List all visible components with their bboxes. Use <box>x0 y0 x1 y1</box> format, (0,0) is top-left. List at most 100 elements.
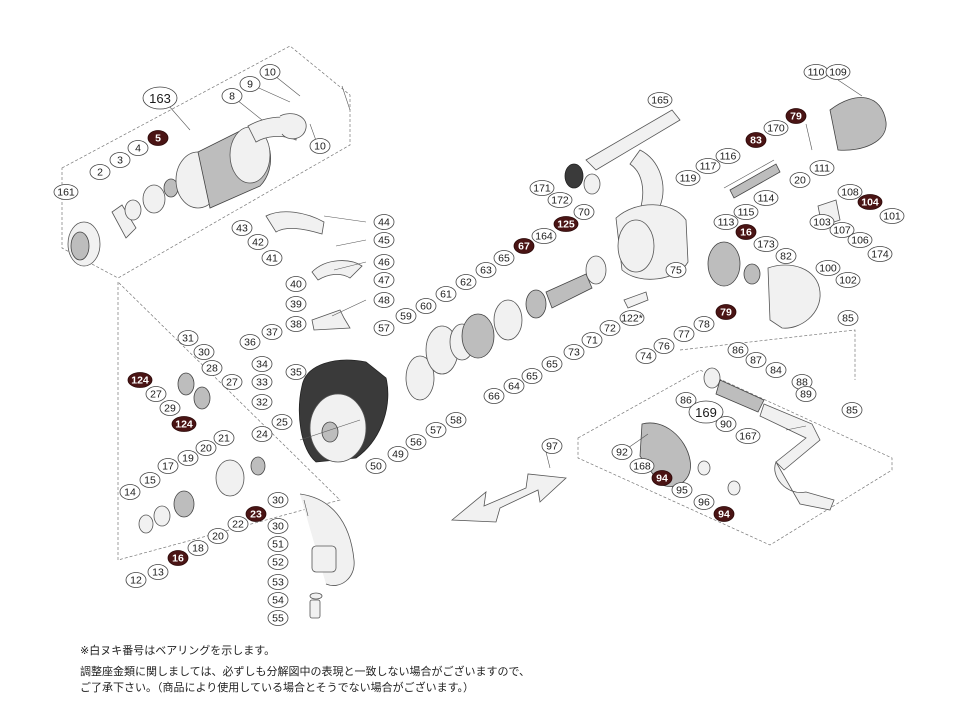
callout-oval <box>109 152 131 168</box>
bearing-67-part <box>525 289 547 319</box>
leader-line <box>303 499 309 517</box>
callout-number: 86 <box>732 345 744 357</box>
callout-number: 31 <box>182 333 194 345</box>
callout-oval <box>693 494 715 510</box>
callout-oval <box>373 292 395 308</box>
callout-21: 21 <box>213 430 235 446</box>
callout-oval <box>221 88 243 104</box>
callout-106: 106 <box>847 232 873 248</box>
callout-oval <box>395 308 417 324</box>
callout-number: 39 <box>290 299 302 311</box>
callout-3: 3 <box>109 152 131 168</box>
callout-167: 167 <box>735 428 761 444</box>
callout-53: 53 <box>267 574 289 590</box>
callout-number: 57 <box>430 425 442 437</box>
ring-172-part <box>583 173 601 195</box>
callout-30: 30 <box>267 518 289 534</box>
callout-oval <box>177 330 199 346</box>
callout-85: 85 <box>837 310 859 326</box>
handle-shaft-part <box>715 379 765 413</box>
callout-oval <box>261 250 283 266</box>
callout-number: 29 <box>164 403 176 415</box>
roller-bearing-part <box>250 456 266 476</box>
callout-oval <box>187 540 209 556</box>
callout-oval <box>753 190 779 206</box>
callout-number: 96 <box>698 497 710 509</box>
callout-number: 94 <box>656 473 668 485</box>
callout-number: 65 <box>526 371 538 383</box>
callout-oval <box>405 434 427 450</box>
callout-oval <box>573 204 595 220</box>
bearing-note: ※白ヌキ番号はベアリングを示します。 <box>80 644 276 657</box>
callout-oval <box>503 378 525 394</box>
callout-45: 45 <box>373 232 395 248</box>
callout-number: 59 <box>400 311 412 323</box>
callout-oval <box>285 276 307 292</box>
callout-62: 62 <box>455 274 477 290</box>
callout-oval <box>285 316 307 332</box>
callout-5: 5 <box>147 130 169 146</box>
callout-20: 20 <box>195 440 217 456</box>
callout-number: 167 <box>739 431 757 443</box>
leader-line <box>805 123 813 151</box>
callout-86: 86 <box>727 342 749 358</box>
callout-20: 20 <box>207 528 229 544</box>
callout-164: 164 <box>531 228 557 244</box>
callout-oval <box>715 416 737 432</box>
callout-number: 27 <box>150 389 162 401</box>
callout-number: 19 <box>182 453 194 465</box>
callout-oval <box>665 262 687 278</box>
worm-shaft-part <box>729 163 781 199</box>
callout-47: 47 <box>373 272 395 288</box>
callout-number: 116 <box>720 151 737 163</box>
callout-oval <box>541 356 563 372</box>
callout-number: 15 <box>144 475 156 487</box>
callout-oval <box>271 414 293 430</box>
drag-knob-cap <box>70 231 90 261</box>
bail-spring-part <box>311 309 351 331</box>
callout-number: 169 <box>695 405 717 420</box>
callout-96: 96 <box>693 494 715 510</box>
callout-oval <box>193 344 215 360</box>
callout-number: 65 <box>546 359 558 371</box>
callout-number: 35 <box>290 367 302 379</box>
callout-oval <box>373 214 395 230</box>
callout-65: 65 <box>493 250 515 266</box>
callout-number: 114 <box>758 193 775 205</box>
callout-number: 164 <box>535 231 553 243</box>
callout-70: 70 <box>573 204 595 220</box>
callout-oval <box>259 64 281 80</box>
callout-oval <box>267 536 289 552</box>
callout-oval <box>415 298 437 314</box>
callout-oval <box>829 222 855 238</box>
callout-number: 40 <box>290 279 302 291</box>
callout-103: 103 <box>809 214 835 230</box>
callout-35: 35 <box>285 364 307 380</box>
callout-number: 16 <box>740 227 752 239</box>
callout-number: 9 <box>247 79 253 91</box>
callout-20: 20 <box>789 172 811 188</box>
callout-number: 83 <box>750 135 762 147</box>
callout-25: 25 <box>271 414 293 430</box>
callout-36: 36 <box>239 334 261 350</box>
callout-oval <box>267 610 289 626</box>
pinion-part <box>545 273 593 309</box>
rotor-cover-part <box>829 97 887 151</box>
callout-number: 107 <box>833 225 851 237</box>
callout-oval <box>125 572 147 588</box>
callout-oval <box>285 364 307 380</box>
callout-124: 124 <box>127 372 153 388</box>
callout-104: 104 <box>857 194 883 210</box>
callout-number: 50 <box>370 461 382 473</box>
callout-114: 114 <box>753 190 779 206</box>
callout-23: 23 <box>245 506 267 522</box>
callout-oval <box>563 344 585 360</box>
callout-59: 59 <box>395 308 417 324</box>
callout-10: 10 <box>259 64 281 80</box>
callout-oval <box>373 272 395 288</box>
callout-number: 85 <box>842 313 854 325</box>
callout-168: 168 <box>629 458 655 474</box>
callout-oval <box>847 232 873 248</box>
callout-number: 86 <box>680 395 692 407</box>
callout-number: 16 <box>172 553 184 565</box>
